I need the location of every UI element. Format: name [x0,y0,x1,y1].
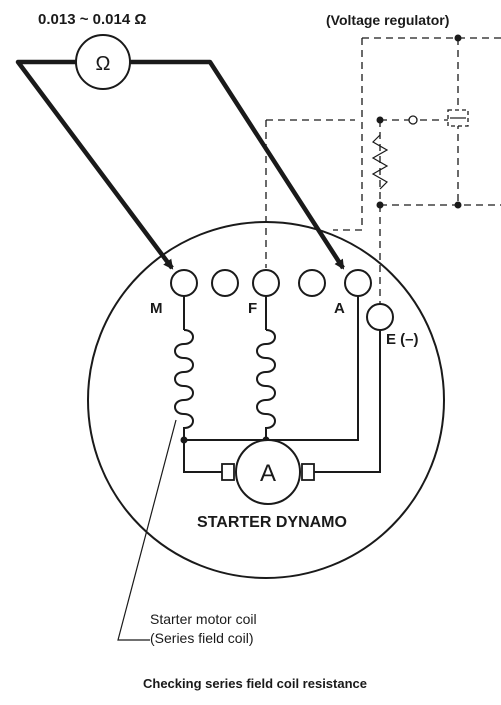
terminal-a [344,269,372,297]
coil-callout-leader [117,419,177,641]
coil-callout-line2: (Series field coil) [150,630,253,646]
dynamo-title: STARTER DYNAMO [197,514,347,531]
terminal-f [252,269,280,297]
terminal-e [366,303,394,331]
terminal-blank-1 [211,269,239,297]
probe-lead-m [15,59,174,270]
terminal-m [170,269,198,297]
terminal-a-label: A [334,300,345,317]
dynamo-housing [87,221,445,579]
brush-right [301,463,315,481]
voltage-regulator-label: (Voltage regulator) [326,12,449,28]
resistor-icon [371,134,389,190]
terminal-blank-2 [298,269,326,297]
shunt-field-coil-icon [256,329,276,436]
regulator-contact-icon [408,115,418,125]
meter-reading-label: 0.013 ~ 0.014 Ω [38,11,146,28]
brush-left [221,463,235,481]
series-field-coil-icon [174,329,194,436]
terminal-m-label: M [150,300,163,317]
terminal-e-label: E (–) [386,331,419,348]
armature-icon [235,439,301,505]
probe-lead-a [130,59,345,270]
figure-caption: Checking series field coil resistance [143,676,367,691]
ohm-symbol: Ω [96,53,111,75]
coil-callout-line1: Starter motor coil [150,611,257,627]
terminal-f-label: F [248,300,257,317]
armature-wire [183,440,228,473]
armature-symbol: A [260,460,276,487]
